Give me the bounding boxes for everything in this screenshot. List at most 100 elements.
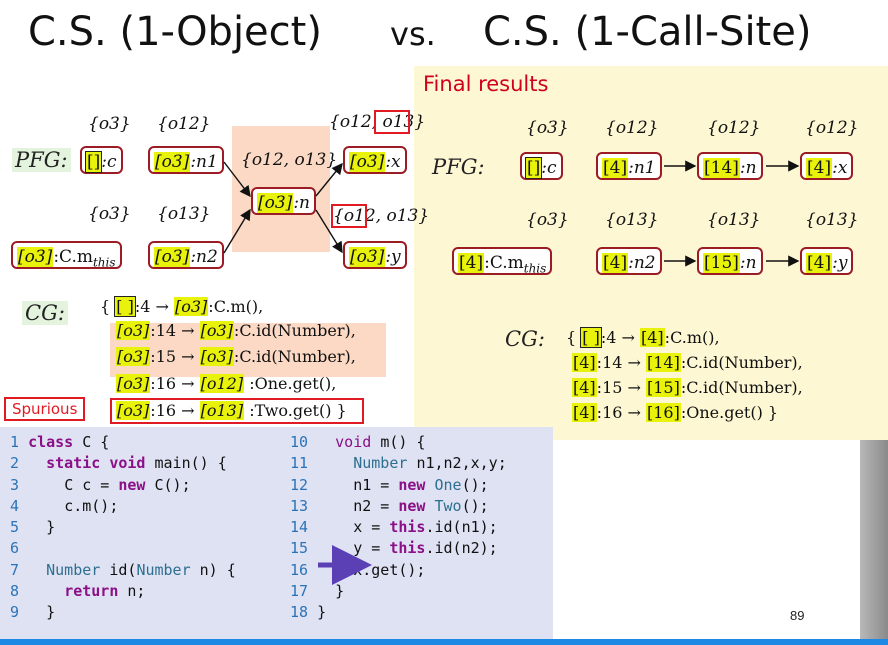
left-node-cm: [o3]:C.mthis: [11, 241, 122, 269]
left-set-cm: {o3}: [88, 204, 131, 224]
left-cg-3-ctx1: [o3]: [116, 347, 151, 366]
left-cg-2-ctx1: [o3]: [116, 321, 151, 340]
left-cg-line-5: [o3]:16 → [o13] :Two.get() }: [116, 401, 347, 420]
left-cg-4-ctx2: [o12]: [199, 374, 245, 393]
left-set-c: {o3}: [88, 114, 131, 134]
left-cg-highlight: [110, 323, 386, 377]
code-line-number: 14: [290, 518, 309, 537]
code-line-number: 11: [290, 454, 309, 473]
left-cg-2-mid: :14 →: [150, 321, 200, 340]
right-node-n15: [15]:n: [697, 247, 763, 275]
code-line: n;: [118, 582, 146, 601]
code-line: n1,n2,x,y;: [416, 454, 507, 473]
left-node-y: [o3]:y: [343, 241, 407, 269]
left-x-o13-box: [374, 110, 410, 134]
left-set-n2: {o13}: [157, 204, 211, 224]
left-node-n-var: :n: [293, 193, 311, 213]
left-node-n1-var: :n1: [190, 152, 218, 172]
code-line: }: [46, 603, 56, 622]
code-line: return: [64, 582, 119, 601]
left-cg-line-1: { [ ]:4 → [o3]:C.m(),: [100, 296, 264, 317]
left-cg-1-ctx2: [o3]: [174, 297, 209, 316]
spurious-label: Spurious: [4, 397, 86, 421]
title-right: C.S. (1-Call-Site): [483, 9, 812, 55]
right-set-y: {o13}: [805, 210, 859, 230]
spurious-edge-box: [110, 398, 364, 424]
left-set-y: {o12, o13}: [333, 206, 430, 226]
left-node-n2-var: :n2: [190, 247, 218, 267]
code-line-number: 15: [290, 539, 309, 558]
bottom-accent-bar: [0, 639, 888, 645]
code-line: new: [118, 475, 146, 494]
left-cg-2-rest: :C.id(Number),: [233, 321, 356, 340]
side-image-strip: [860, 440, 888, 640]
code-line: n1 =: [353, 475, 399, 494]
code-line-number: 13: [290, 496, 309, 515]
code-line: One: [434, 475, 462, 494]
code-line-number: 9: [10, 603, 20, 622]
right-node-n2: [4]:n2: [596, 247, 662, 275]
code-line: n) {: [190, 560, 236, 579]
left-cg-4-mid: :16 →: [150, 374, 200, 393]
right-node-cm-ctx: [4]: [458, 253, 485, 273]
code-line: .id(n2);: [425, 539, 498, 558]
right-node-x: [4]:x: [800, 152, 854, 180]
right-node-x-ctx: [4]: [806, 158, 833, 178]
left-cg-1-mid: :4 →: [134, 297, 174, 316]
title-left: C.S. (1-Object): [28, 9, 322, 55]
left-y-o12-box: [331, 204, 367, 228]
code-line: void: [335, 433, 372, 451]
code-line: new: [398, 496, 426, 515]
code-line: Number: [136, 560, 191, 579]
code-line-number: 4: [10, 496, 20, 515]
code-line-number: 6: [10, 539, 20, 558]
left-cg-1-rest: :C.m(),: [208, 297, 264, 316]
code-line-number: 1: [10, 433, 20, 451]
right-set-n2: {o13}: [605, 210, 659, 230]
code-column-left: 1 class C { 2 static void main() { 3 C c…: [10, 432, 236, 624]
left-cg-2-ctx2: [o3]: [199, 321, 234, 340]
right-node-cm: [4]:C.mthis: [452, 247, 553, 275]
code-line-number: 18: [290, 603, 309, 622]
left-node-x: [o3]:x: [343, 146, 407, 174]
right-set-x: {o12}: [805, 118, 859, 138]
left-cg-3-mid: :15 →: [150, 347, 200, 366]
right-cg-4-rest: :One.get() }: [680, 403, 779, 422]
right-cg-2-mid: :14 →: [596, 353, 646, 372]
code-line-number: 7: [10, 560, 20, 579]
right-cg-4-mid: :16 →: [596, 403, 646, 422]
right-set-n1: {o12}: [605, 118, 659, 138]
right-cg-4-ctx1: [4]: [572, 403, 597, 422]
left-node-n1: [o3]:n1: [148, 146, 224, 174]
right-node-n14: [14]:n: [697, 152, 763, 180]
right-cg-line-4: [4]:16 → [16]:One.get() }: [572, 402, 778, 424]
left-cg-4-rest: :One.get(),: [244, 374, 337, 393]
title-vs: vs.: [390, 15, 436, 53]
left-cg-5-ctx1: [o3]: [116, 401, 151, 420]
left-node-y-ctx: [o3]: [349, 247, 386, 267]
code-line-number: 16: [290, 560, 309, 579]
right-node-y-var: :y: [832, 253, 848, 273]
right-node-n15-var: :n: [739, 253, 757, 273]
left-node-n2: [o3]:n2: [148, 241, 224, 269]
right-node-n1-var: :n1: [628, 158, 656, 178]
code-line: ();: [461, 475, 489, 494]
right-cg-line-1: { [ ]:4 → [4]:C.m(),: [566, 327, 720, 348]
right-cg-1-ctx2: [4]: [640, 328, 665, 347]
final-results-title: Final results: [423, 72, 549, 96]
left-set-n: {o12, o13}: [241, 150, 338, 170]
left-node-cm-sub: this: [92, 255, 116, 270]
code-line: }: [317, 603, 327, 622]
code-line-number: 10: [290, 433, 309, 451]
left-cg-5-mid: :16 →: [150, 401, 200, 420]
code-line-number: 12: [290, 475, 309, 494]
right-pfg-label: PFG:: [432, 155, 485, 179]
code-line: Number: [353, 454, 408, 473]
right-cg-line-2: [4]:14 → [14]:C.id(Number),: [572, 352, 803, 374]
right-node-n14-ctx: [14]: [703, 158, 740, 178]
code-line: this: [389, 539, 426, 558]
code-line: C {: [82, 433, 110, 451]
code-line: static void: [46, 454, 146, 473]
right-set-n15: {o13}: [707, 210, 761, 230]
right-set-c: {o3}: [526, 118, 569, 138]
